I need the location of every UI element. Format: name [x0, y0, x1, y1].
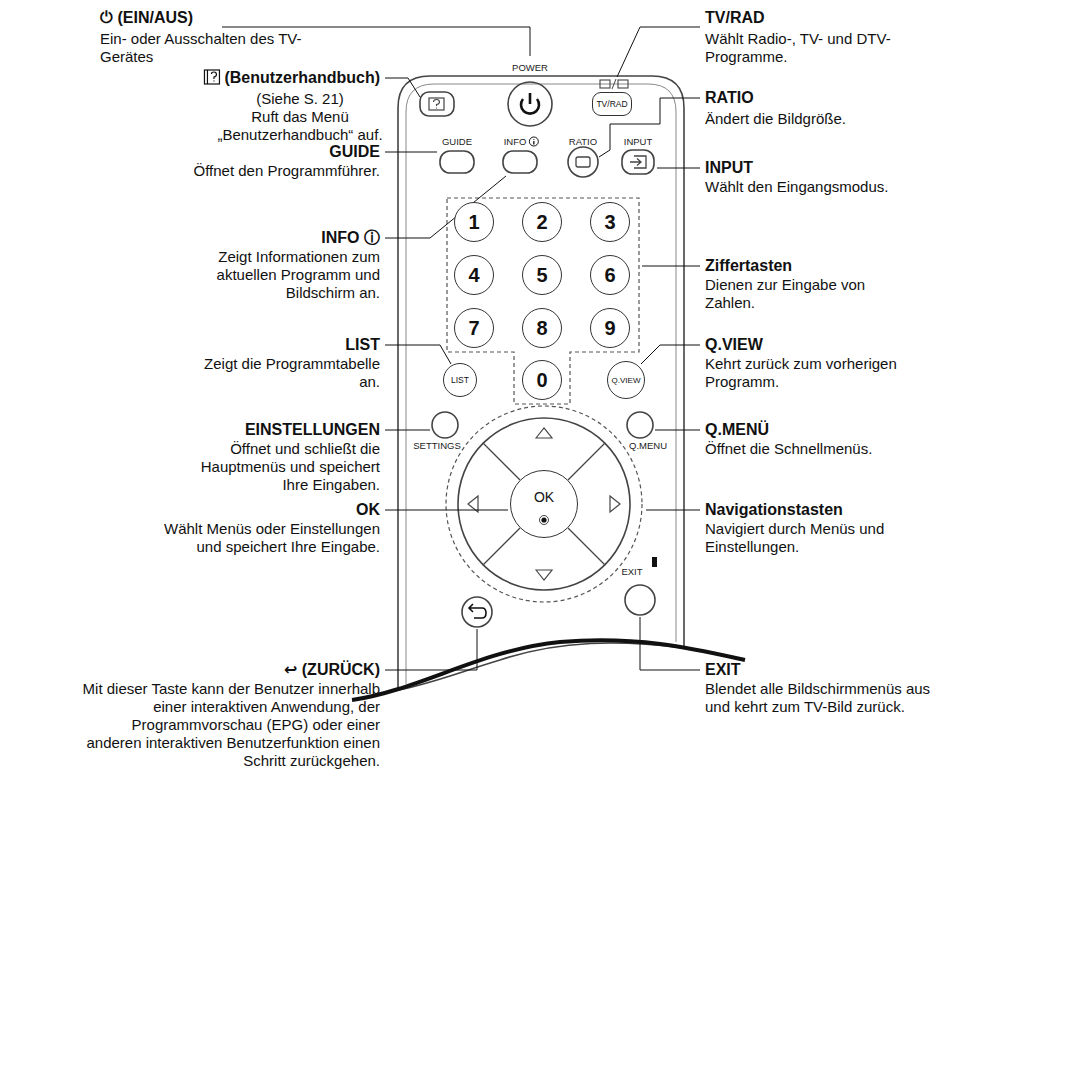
- callout-heading: INPUT: [705, 158, 753, 177]
- remote-button: 4: [454, 255, 494, 295]
- callout-description: Ändert die Bildgröße.: [705, 110, 955, 128]
- button-text: 5: [536, 264, 547, 287]
- remote-button: 1: [454, 202, 494, 242]
- callout-description: Kehrt zurück zum vorherigen Programm.: [705, 355, 935, 391]
- button-caption: GUIDE: [442, 136, 472, 147]
- button-text: 6: [604, 264, 615, 287]
- callout-heading: ⏻ (EIN/AUS): [100, 8, 193, 27]
- callout-description: (Siehe S. 21): [200, 90, 400, 108]
- callout-heading: OK: [356, 500, 380, 519]
- callout-heading: TV/RAD: [705, 8, 765, 27]
- callout-description: Navigiert durch Menüs und Einstellungen.: [705, 520, 935, 556]
- button-caption: INFO: [504, 136, 527, 147]
- callout-heading: (Benutzerhandbuch): [224, 68, 380, 87]
- button-text: 2: [536, 211, 547, 234]
- callout-heading: Ziffertasten: [705, 256, 792, 275]
- callout-description: Dienen zur Eingabe von Zahlen.: [705, 276, 905, 312]
- callout-description: Öffnet die Schnellmenüs.: [705, 440, 955, 458]
- button-text: 1: [468, 211, 479, 234]
- remote-button: 5: [522, 255, 562, 295]
- remote-button: 3: [590, 202, 630, 242]
- button-text: 4: [468, 264, 479, 287]
- callout-heading: RATIO: [705, 88, 754, 107]
- callout-description: Wählt den Eingangsmodus.: [705, 178, 965, 196]
- remote-button: 9: [590, 308, 630, 348]
- callout-description: Blendet alle Bildschirmmenüs aus und keh…: [705, 680, 955, 716]
- remote-button: 6: [590, 255, 630, 295]
- callout-heading: Q.VIEW: [705, 335, 763, 354]
- remote-button: 8: [522, 308, 562, 348]
- remote-button: 0: [522, 360, 562, 400]
- button-text: LIST: [451, 375, 469, 385]
- callout-heading: Navigationstasten: [705, 500, 843, 519]
- callout-description: Zeigt die Programmtabelle an.: [180, 355, 380, 391]
- button-text: 9: [604, 317, 615, 340]
- manual-icon: [204, 70, 219, 84]
- callout-description: Wählt Radio-, TV- und DTV-Programme.: [705, 30, 955, 66]
- remote-button: Q.VIEW: [607, 361, 645, 399]
- callout-heading: Q.MENÜ: [705, 420, 769, 439]
- callout-description: Ein- oder Ausschalten des TV-Gerätes: [100, 30, 330, 66]
- button-text: 3: [604, 211, 615, 234]
- callout-heading: ↩ (ZURÜCK): [284, 660, 380, 679]
- callout-heading: GUIDE: [329, 142, 380, 161]
- button-caption: EXIT: [621, 566, 642, 577]
- button-text: TV/RAD: [596, 99, 627, 109]
- callout-description: Mit dieser Taste kann der Benutzer inner…: [80, 680, 380, 770]
- button-caption: INPUT: [624, 136, 653, 147]
- callout-description: Öffnet den Programmführer.: [120, 162, 380, 180]
- callout-description: Ruft das Menü „Benutzerhandbuch“ auf.: [200, 108, 400, 144]
- button-text: 7: [468, 317, 479, 340]
- button-caption: SETTINGS: [413, 440, 461, 451]
- callout-description: Wählt Menüs oder Einstellungen und speic…: [150, 520, 380, 556]
- callout-heading: EINSTELLUNGEN: [245, 420, 380, 439]
- callout-heading: INFO ⓘ: [321, 228, 380, 247]
- button-caption: POWER: [512, 62, 548, 73]
- info-icon: [529, 137, 538, 146]
- button-text: 8: [536, 317, 547, 340]
- remote-button: TV/RAD: [592, 92, 632, 116]
- button-caption: Q.MENU: [629, 440, 667, 451]
- button-text: OK: [534, 489, 554, 505]
- remote-button: OK: [510, 470, 578, 538]
- callout-heading: LIST: [345, 335, 380, 354]
- callout-description: Zeigt Informationen zum aktuellen Progra…: [165, 248, 380, 302]
- button-text: 0: [536, 369, 547, 392]
- remote-button: 7: [454, 308, 494, 348]
- callout-description: Öffnet und schließt die Hauptmenüs und s…: [180, 440, 380, 494]
- button-text: Q.VIEW: [612, 376, 641, 385]
- remote-button: LIST: [443, 363, 477, 397]
- callout-heading: EXIT: [705, 660, 741, 679]
- button-caption: RATIO: [569, 136, 597, 147]
- remote-button: 2: [522, 202, 562, 242]
